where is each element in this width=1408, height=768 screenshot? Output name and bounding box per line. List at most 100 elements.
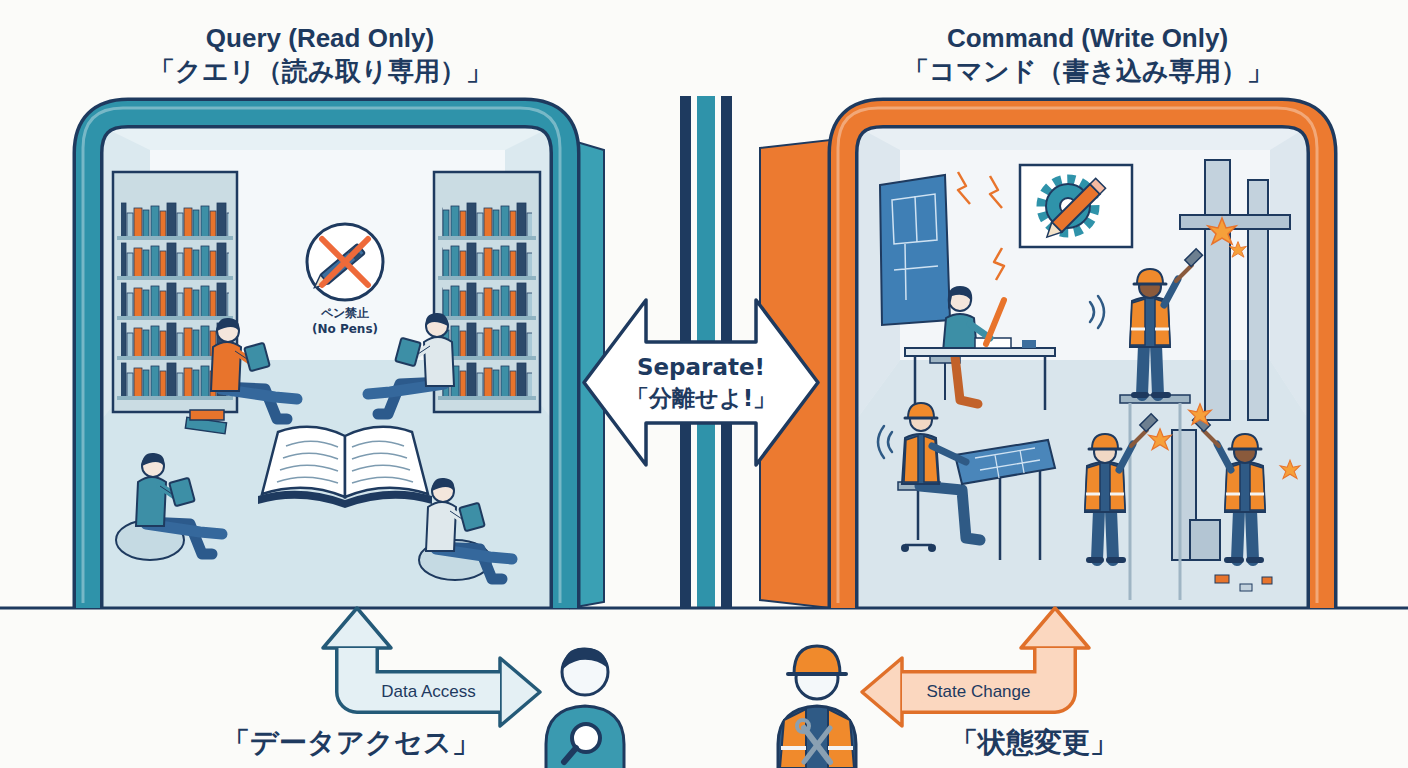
- drafting-worker: [928, 544, 936, 552]
- bookshelf: [438, 316, 536, 320]
- separate-double-arrow-outline: [584, 300, 818, 465]
- read-room-door-outline: [60, 10, 580, 608]
- bookshelf: [438, 236, 536, 240]
- connector-arrow: [862, 608, 1089, 726]
- worker-icon: 「状態変更」: [772, 636, 862, 768]
- floor-books: [190, 410, 224, 420]
- separate-double-arrow: Separate!「分離せよ!」: [584, 300, 818, 465]
- read-room-door-outline: [88, 113, 565, 608]
- drafting-worker: [908, 403, 934, 418]
- library-room: [101, 360, 553, 608]
- sparks: [1208, 218, 1236, 244]
- reader-icon-outline: [564, 748, 576, 762]
- write-room-door-outline: [838, 108, 1317, 603]
- writing-person: [948, 286, 973, 310]
- writing-person: [986, 300, 1004, 344]
- arrow-text: Separate!: [637, 352, 765, 383]
- bookshelf: [442, 280, 532, 316]
- bookshelf: [442, 360, 532, 396]
- construction-workers: [1085, 414, 1157, 560]
- drafting-worker: [905, 417, 937, 420]
- library-room: [101, 126, 553, 608]
- construction-workers: [1130, 403, 1180, 600]
- steel-frame: [1215, 575, 1229, 583]
- floor-line: [0, 607, 1408, 610]
- sparks: [878, 426, 892, 458]
- caption-text: 「データアクセス」: [222, 726, 480, 760]
- worker-icon-outline: [778, 706, 856, 768]
- gear-pencil-sign: [1052, 184, 1100, 232]
- construction-workers: [1085, 249, 1265, 600]
- drafting-worker: [920, 486, 980, 540]
- reading-people: [211, 318, 297, 419]
- gear-pencil-sign: [1020, 165, 1132, 247]
- library-room: [101, 126, 553, 608]
- reading-people: [136, 453, 222, 554]
- steel-frame: [1205, 160, 1230, 420]
- arrow-outline: [357, 648, 500, 692]
- worker-icon-outline: [772, 636, 862, 768]
- gear-pencil-sign: [1042, 222, 1062, 242]
- bookshelf: [438, 396, 536, 400]
- write-room-door: Command (Write Only)「コマンド（書き込み専用）」: [820, 10, 1355, 608]
- sparks: [1149, 429, 1171, 450]
- bookshelf: [117, 236, 233, 240]
- write-room-door-outline: [843, 113, 1322, 608]
- bookshelf: [438, 276, 536, 280]
- blueprint: [880, 175, 950, 325]
- writing-person: [1022, 340, 1036, 348]
- reader-icon: 「データアクセス」: [540, 636, 630, 768]
- arrow-outline: [902, 648, 1055, 692]
- sparks: [958, 172, 1004, 280]
- arrow-head: [500, 658, 540, 726]
- writing-person: [943, 314, 977, 352]
- writing-person: [915, 356, 1045, 410]
- read-room-door-outline: [83, 108, 560, 603]
- arrow-head: [323, 608, 391, 648]
- floor-books: [185, 410, 226, 434]
- steel-frame: [1240, 584, 1252, 591]
- sparks: [1090, 296, 1104, 328]
- drafting-worker: [898, 403, 1055, 560]
- read-room-door-outline: [88, 113, 565, 608]
- bookshelf: [121, 240, 229, 276]
- steel-frame: [1190, 520, 1220, 560]
- worker-icon-outline: [780, 709, 854, 768]
- open-book: [345, 427, 428, 497]
- sparks: [1280, 460, 1300, 478]
- reading-people: [426, 478, 512, 579]
- heading-translation: 「クエリ（読み取り専用）」: [60, 55, 580, 88]
- no-pen-sign: [307, 224, 383, 300]
- arrow-text: 「分離せよ!」: [626, 383, 777, 414]
- construction-workers: [1130, 249, 1202, 395]
- sign-label: ペン禁止 (No Pens): [308, 306, 382, 337]
- worker-icon-outline: [788, 672, 846, 676]
- reader-icon-outline: [562, 648, 608, 670]
- workshop-room: [856, 126, 1309, 608]
- blueprint: [880, 175, 950, 325]
- arrow-body: [357, 648, 500, 692]
- bookshelf: [117, 396, 233, 400]
- drafting-worker: [932, 446, 966, 462]
- bookshelf: [121, 200, 229, 236]
- reader-icon-outline: [546, 706, 624, 768]
- arrow-head: [1021, 608, 1089, 648]
- worker-icon-outline: [794, 646, 840, 674]
- read-room-door: Query (Read Only)「クエリ（読み取り専用）」: [60, 10, 580, 608]
- open-book: [258, 427, 432, 508]
- worker-icon-outline: [804, 728, 830, 762]
- write-room-door-outline: [843, 113, 1322, 608]
- gear-pencil-sign: [1042, 178, 1106, 242]
- writing-person: [905, 286, 1055, 410]
- gear-pencil-sign: [1020, 165, 1132, 247]
- bookshelf: [117, 316, 233, 320]
- worker-icon-outline: [804, 728, 830, 762]
- bookshelf: [442, 320, 532, 356]
- writing-person: [944, 363, 946, 400]
- gear-pencil-sign: [1090, 178, 1106, 194]
- drafting-worker: [905, 490, 932, 545]
- reading-people: [116, 313, 512, 580]
- connector-arrow: [323, 608, 540, 726]
- caption-text: 「状態変更」: [950, 726, 1118, 760]
